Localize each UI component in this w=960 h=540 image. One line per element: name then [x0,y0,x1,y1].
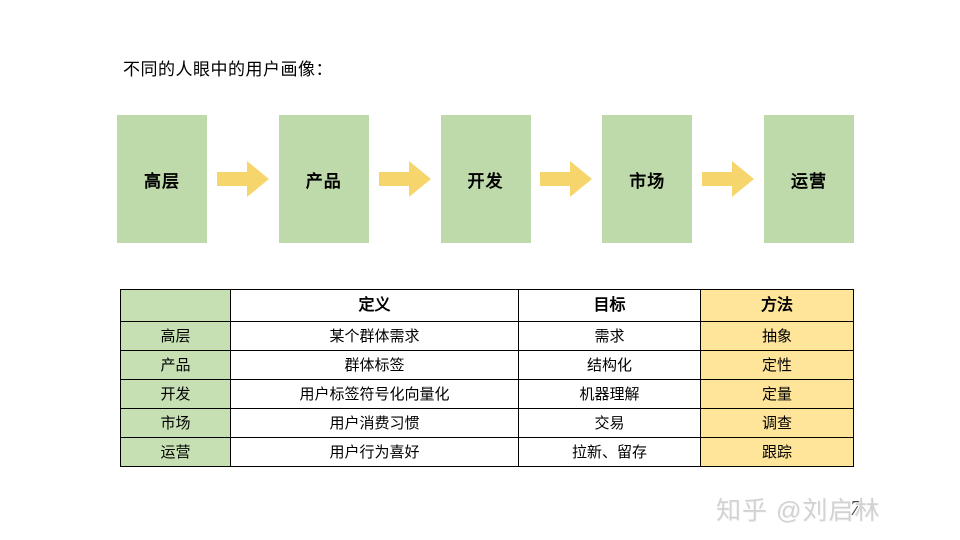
flow-box-label: 开发 [467,171,504,191]
table-row: 运营 用户行为喜好 拉新、留存 跟踪 [120,437,854,467]
header-cell-method: 方法 [700,289,854,322]
page-title: 不同的人眼中的用户画像： [123,60,333,79]
cell-goal: 拉新、留存 [518,437,701,467]
cell-goal: 交易 [518,408,701,438]
flow-box-label: 高层 [144,171,180,191]
header-cell-definition: 定义 [230,289,519,322]
cell-definition: 群体标签 [230,350,519,380]
cell-method: 定性 [700,350,854,380]
cell-definition: 用户标签符号化向量化 [230,379,519,409]
arrow-right-icon [378,160,431,198]
table-row: 市场 用户消费习惯 交易 调查 [120,408,854,438]
watermark: 知乎 @刘启林 [716,497,881,525]
cell-method: 抽象 [700,321,854,351]
table-row: 开发 用户标签符号化向量化 机器理解 定量 [120,379,854,409]
cell-goal: 机器理解 [518,379,701,409]
arrow-right-icon [540,160,593,198]
cell-goal: 需求 [518,321,701,351]
cell-definition: 用户行为喜好 [230,437,519,467]
flow-box-market: 市场 [602,115,693,243]
cell-goal: 结构化 [518,350,701,380]
page-number: 7 [850,496,861,520]
cell-method: 定量 [700,379,854,409]
table-row: 产品 群体标签 结构化 定性 [120,350,854,380]
cell-method: 跟踪 [700,437,854,467]
flow-box-operations: 运营 [764,115,854,243]
role-flow-diagram: 高层 产品 开发 市场 运营 [117,115,854,243]
flow-box-label: 运营 [791,171,827,191]
cell-definition: 某个群体需求 [230,321,519,351]
flow-box-executive: 高层 [117,115,207,243]
arrow-right-icon [216,160,269,198]
cell-role: 运营 [120,437,231,467]
flow-box-label: 市场 [629,171,666,191]
table-row: 高层 某个群体需求 需求 抽象 [120,321,854,351]
header-cell-blank [120,289,231,322]
flow-box-development: 开发 [440,115,531,243]
persona-table: 定义 目标 方法 高层 某个群体需求 需求 抽象 产品 群体标签 结构化 定性 … [120,289,854,467]
cell-role: 高层 [120,321,231,351]
cell-role: 市场 [120,408,231,438]
header-cell-goal: 目标 [518,289,701,322]
flow-box-product: 产品 [278,115,369,243]
cell-role: 开发 [120,379,231,409]
arrow-right-icon [702,160,755,198]
table-header-row: 定义 目标 方法 [120,289,854,322]
cell-role: 产品 [120,350,231,380]
cell-method: 调查 [700,408,854,438]
cell-definition: 用户消费习惯 [230,408,519,438]
flow-box-label: 产品 [305,171,342,191]
